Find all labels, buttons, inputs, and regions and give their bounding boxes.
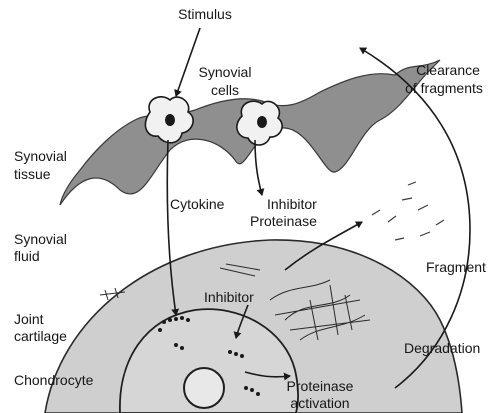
label-joint-cartilage-2: cartilage <box>14 328 67 345</box>
label-clearance-2: of fragments <box>392 80 496 97</box>
label-fragment: Fragment <box>426 259 486 276</box>
label-degradation: Degradation <box>404 340 480 357</box>
label-inhibitor-mid: Inhibitor <box>204 289 254 306</box>
label-cytokine: Cytokine <box>170 196 224 213</box>
label-inhibitor-top: Inhibitor <box>267 196 317 213</box>
label-clearance-1: Clearance <box>400 62 496 79</box>
label-synovial-cells-1: Synovial <box>180 64 270 81</box>
fragments <box>372 182 444 240</box>
chondrocyte-nucleus <box>184 368 224 408</box>
label-stimulus: Stimulus <box>150 6 260 23</box>
label-joint-cartilage-1: Joint <box>14 311 44 328</box>
label-proteinase-activation-2: activation <box>270 395 370 412</box>
label-chondrocyte: Chondrocyte <box>14 372 93 389</box>
label-synovial-tissue-2: tissue <box>14 166 51 183</box>
inhibitor-proteinase-arrow <box>255 140 262 195</box>
label-synovial-fluid-2: fluid <box>14 248 40 265</box>
label-proteinase-top: Proteinase <box>250 213 317 230</box>
label-synovial-tissue-1: Synovial <box>14 148 67 165</box>
label-synovial-cells-2: cells <box>180 82 270 99</box>
label-proteinase-activation-1: Proteinase <box>270 378 370 395</box>
label-synovial-fluid-1: Synovial <box>14 231 67 248</box>
